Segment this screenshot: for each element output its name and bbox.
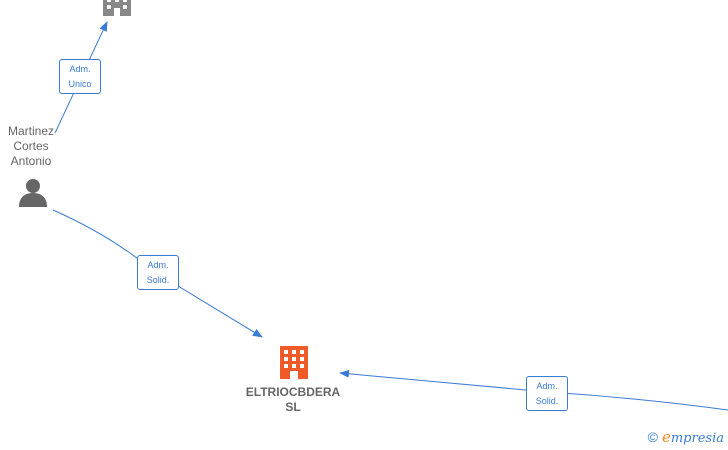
edge-label-adm-solid-person: Adm. Solid. <box>137 255 179 290</box>
edge-label-adm-unico: Adm. Unico <box>59 59 101 94</box>
brand-name: mpresia <box>670 431 724 446</box>
person-icon[interactable] <box>19 179 47 207</box>
company-label[interactable]: ELTRIOCBDERA SL <box>245 385 341 414</box>
edge-label-adm-solid-right: Adm. Solid. <box>526 376 568 411</box>
building-icon[interactable] <box>103 0 131 16</box>
brand-watermark: ©empresia <box>648 428 724 446</box>
brand-initial: e <box>661 428 671 446</box>
person-label[interactable]: Martinez Cortes Antonio <box>7 124 54 168</box>
building-icon-main[interactable] <box>280 346 308 379</box>
copyright-icon: © <box>647 429 658 445</box>
